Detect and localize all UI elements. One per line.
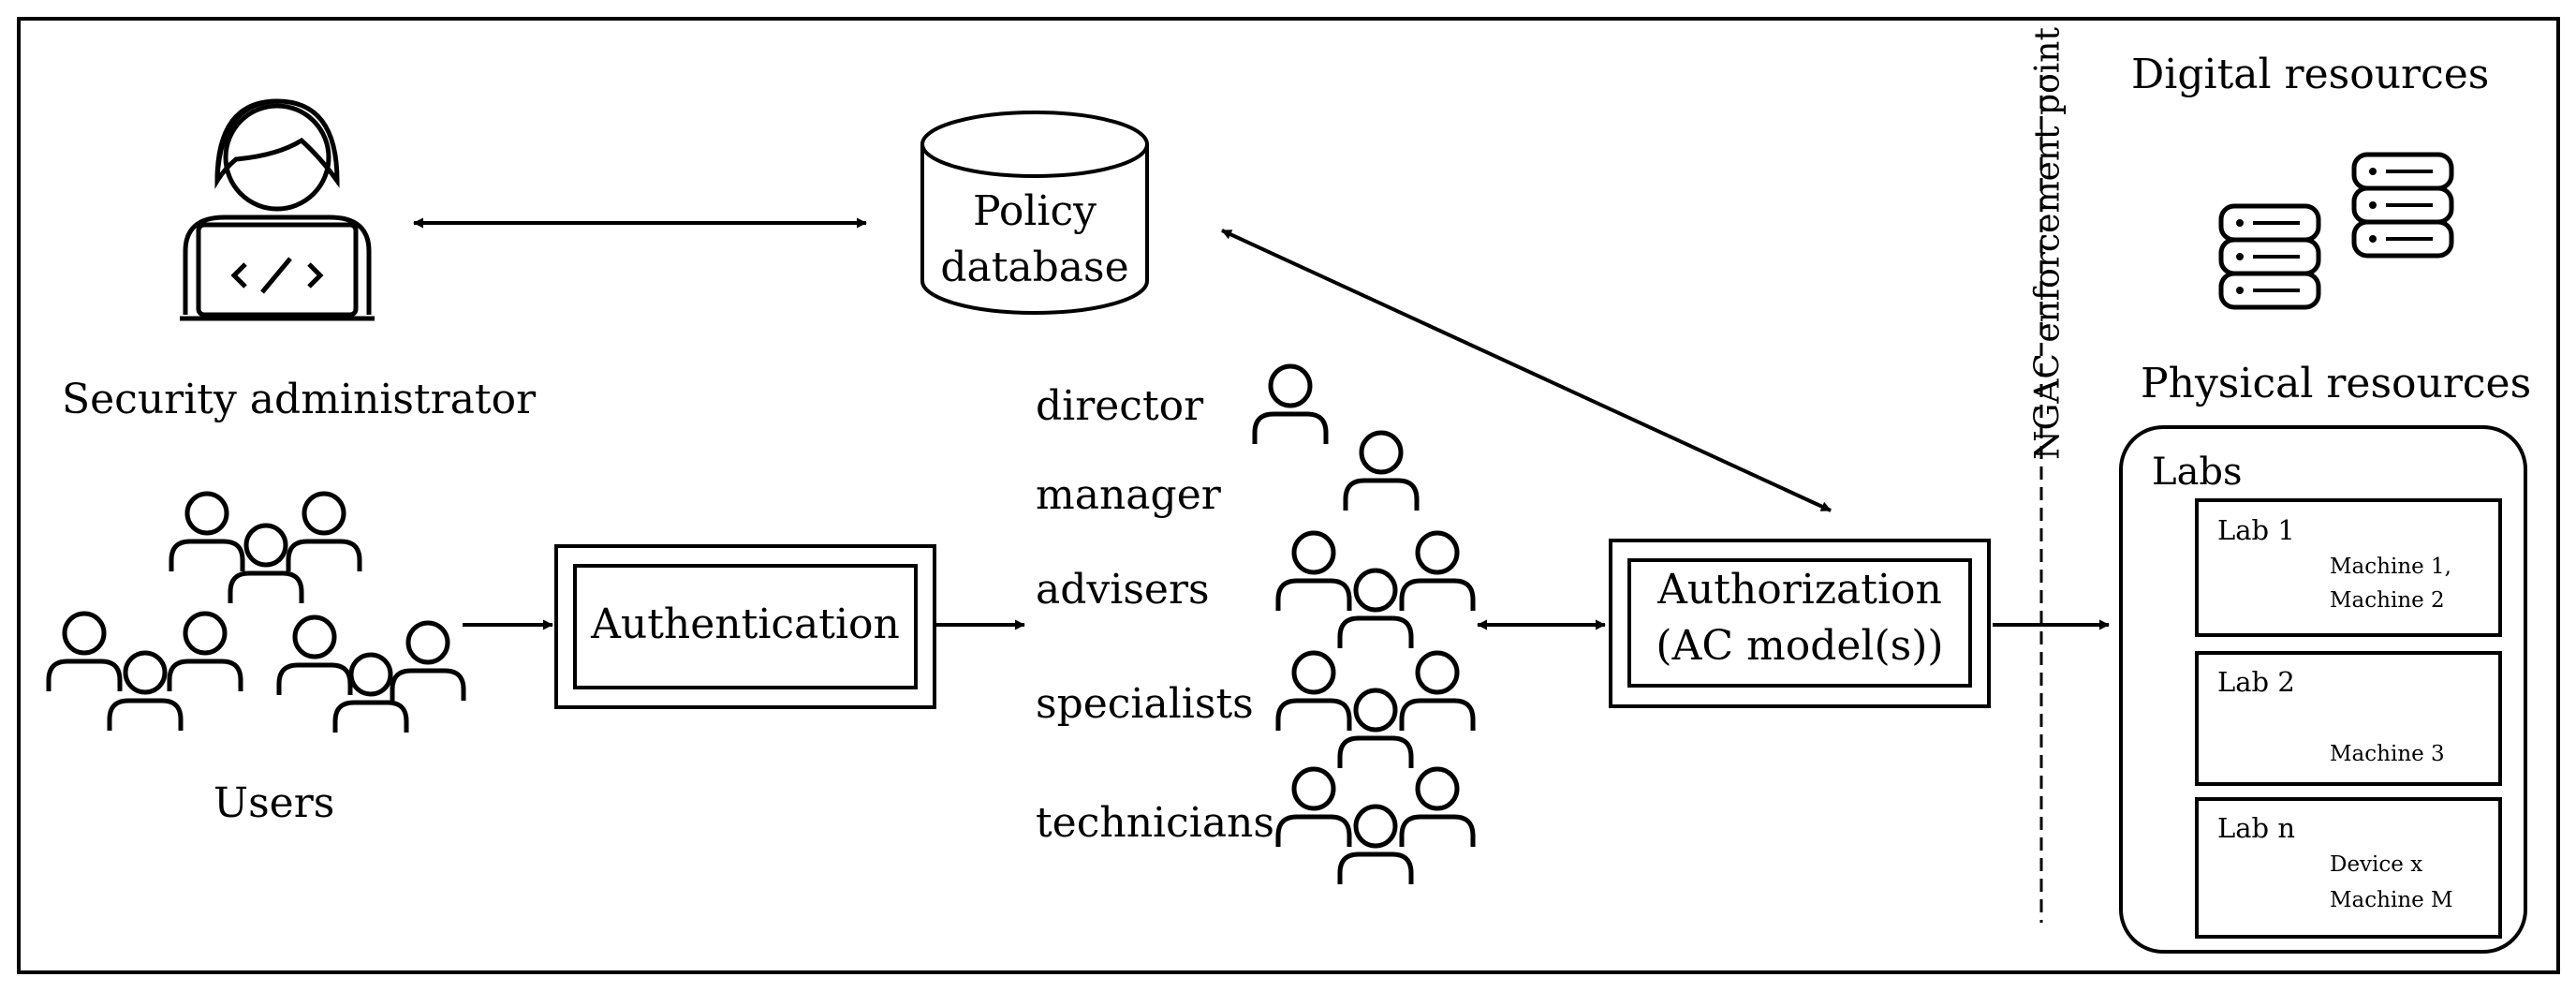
authentication-label: Authentication xyxy=(591,600,900,648)
db-authorization-arrow xyxy=(1221,229,1832,512)
labs-container xyxy=(2119,425,2527,954)
database-cylinder-icon xyxy=(920,111,1149,315)
role-specialists: specialists xyxy=(1036,680,1254,728)
labs-title: Labs xyxy=(2152,451,2243,494)
authorization-box xyxy=(1609,539,1991,708)
role-technicians: technicians xyxy=(1036,799,1274,847)
authorization-line2: (AC model(s)) xyxy=(1656,622,1944,670)
security-admin-label: Security administrator xyxy=(62,376,537,423)
role-advisers: advisers xyxy=(1036,566,1210,614)
lab-1-line2: Machine 2 xyxy=(2330,588,2445,613)
lab-n-box xyxy=(2195,797,2502,939)
role-director: director xyxy=(1036,382,1204,430)
users-label: Users xyxy=(213,779,335,827)
authorization-line1: Authorization xyxy=(1657,566,1942,614)
server-stack-icon xyxy=(2221,155,2451,307)
lab-2-name: Lab 2 xyxy=(2217,666,2295,698)
enforcement-point-label: NGAC enforcement point xyxy=(2028,27,2068,460)
lab-1-name: Lab 1 xyxy=(2217,514,2295,546)
digital-resources-label: Digital resources xyxy=(2131,51,2490,98)
lab-2-line2: Machine 3 xyxy=(2330,742,2445,766)
lab-n-line2: Machine M xyxy=(2330,888,2453,912)
physical-resources-label: Physical resources xyxy=(2141,360,2532,407)
developer-laptop-icon xyxy=(180,98,375,321)
outer-frame xyxy=(17,17,2560,974)
user-group-icon xyxy=(49,494,464,733)
lab-1-box xyxy=(2195,498,2502,637)
lab-n-name: Lab n xyxy=(2217,812,2296,844)
role-manager: manager xyxy=(1036,471,1221,519)
role-hierarchy-icon xyxy=(1255,366,1473,884)
lab-2-box xyxy=(2195,651,2502,786)
policy-db-line1: Policy xyxy=(973,187,1097,235)
policy-db-line2: database xyxy=(940,244,1129,291)
lab-1-line1: Machine 1, xyxy=(2330,555,2451,579)
authentication-box xyxy=(554,544,936,709)
lab-n-line1: Device x xyxy=(2330,852,2423,877)
